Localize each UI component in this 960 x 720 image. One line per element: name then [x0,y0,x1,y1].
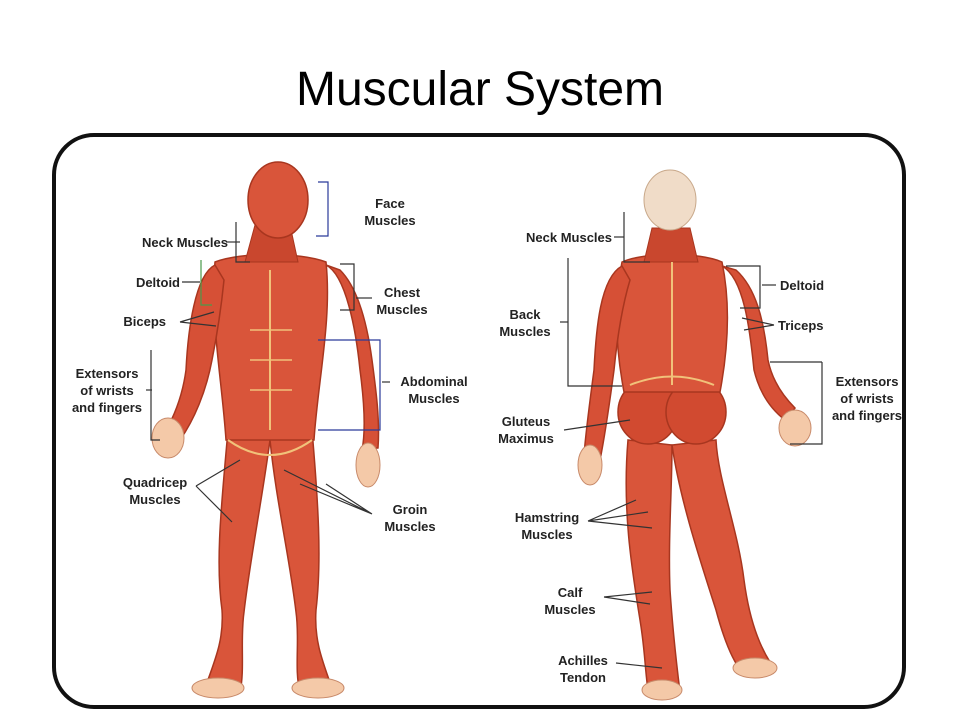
label-gluteus-maximus: Gluteus Maximus [498,414,554,446]
label-extensors-back: Extensors of wrists and fingers [831,374,903,423]
back-leaders [560,212,823,669]
label-back-muscles: Back Muscles [499,307,551,339]
label-achilles-tendon: Achilles Tendon [558,653,608,685]
label-deltoid-front: Deltoid [135,275,180,290]
label-neck-muscles-front: Neck Muscles [142,235,228,250]
back-figure [577,169,812,701]
label-extensors-front: Extensors of wrists and fingers [71,366,143,415]
label-quadricep-muscles: Quadricep Muscles [122,475,188,507]
slide-title: Muscular System [295,63,665,116]
label-triceps: Triceps [778,318,824,333]
label-biceps: Biceps [123,314,166,329]
label-hamstring-muscles: Hamstring Muscles [514,510,580,542]
label-abdominal-muscles: Abdominal Muscles [400,374,468,406]
label-groin-muscles: Groin Muscles [384,502,436,534]
label-chest-muscles: Chest Muscles [376,285,428,317]
label-deltoid-back: Deltoid [780,278,825,293]
front-figure [151,161,381,699]
label-calf-muscles: Calf Muscles [544,585,596,617]
label-face-muscles: Face Muscles [364,196,416,228]
label-neck-muscles-back: Neck Muscles [526,230,612,245]
front-leaders [146,181,390,523]
